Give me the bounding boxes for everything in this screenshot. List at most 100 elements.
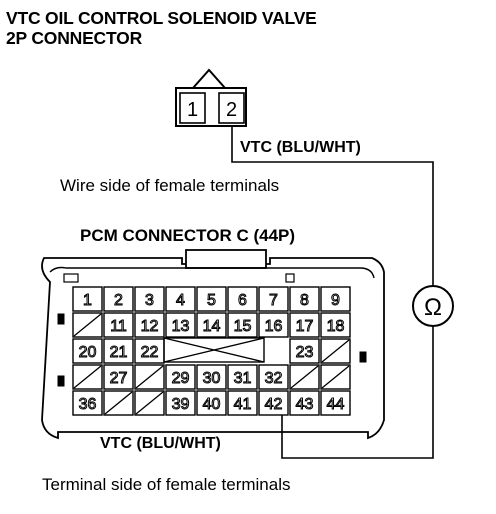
pcm-cavity [72, 338, 103, 364]
pcm-terminal-label: 23 [296, 344, 314, 361]
pcm-cavity [134, 312, 165, 338]
wire-label-bottom: VTC (BLU/WHT) [100, 435, 221, 452]
pcm-terminal-label: 8 [300, 292, 309, 309]
pcm-terminal-label: 44 [327, 396, 345, 413]
connector-latch [185, 249, 267, 269]
unused-cavity-slash [135, 365, 164, 389]
pcm-terminal-label: 18 [327, 318, 345, 335]
ohm-symbol-icon: Ω [424, 294, 442, 321]
unused-cavity-slash [73, 365, 102, 389]
pcm-cavity [196, 312, 227, 338]
pcm-cavity [103, 312, 134, 338]
pcm-terminal-label: 20 [79, 344, 97, 361]
pcm-terminal-label: 5 [207, 292, 216, 309]
pcm-terminal-label: 31 [234, 370, 252, 387]
pcm-cavity [134, 338, 165, 364]
pcm-cavity [196, 364, 227, 390]
wire-upper [231, 126, 434, 286]
pcm-terminal-label: 11 [110, 318, 127, 335]
pcm-terminal-label: 29 [172, 370, 190, 387]
unused-cavity-slash [321, 365, 350, 389]
guide-rib-left-lower [57, 375, 65, 387]
diagram-title-line2: 2P CONNECTOR [6, 28, 143, 48]
ohmmeter-circle [412, 285, 454, 327]
pcm-cavity [196, 286, 227, 312]
pcm-terminal-label: 15 [234, 318, 252, 335]
pcm-cavity [227, 390, 258, 416]
pcm-cavity [165, 390, 196, 416]
pcm-cavity [320, 390, 351, 416]
unused-cavity-slash [135, 391, 164, 415]
pcm-terminal-label: 4 [176, 292, 185, 309]
pcm-cavity [196, 390, 227, 416]
terminal-side-note: Terminal side of female terminals [42, 475, 291, 494]
pcm-terminal-label: 14 [203, 318, 221, 335]
pcm-cavity [227, 364, 258, 390]
solenoid-connector: 1 2 [175, 68, 247, 127]
unused-block-cross-b [163, 337, 265, 363]
pcm-terminal-label: 7 [269, 292, 278, 309]
pcm-terminal-label: 39 [172, 396, 190, 413]
locating-tab-left [63, 273, 79, 283]
ohmmeter: Ω [412, 285, 454, 327]
connector-outer-shell [41, 257, 385, 440]
pcm-terminal-label: 16 [265, 318, 283, 335]
pcm-cavity [289, 338, 320, 364]
pcm-terminal-label: 6 [238, 292, 247, 309]
pcm-terminal-label: 12 [141, 318, 159, 335]
unused-cavity-slash [73, 313, 102, 337]
pcm-cavity [320, 286, 351, 312]
pcm-terminal-label: 32 [265, 370, 283, 387]
pcm-terminal-label: 3 [145, 292, 154, 309]
connector-key-tab [192, 68, 226, 89]
pcm-terminal-label: 9 [331, 292, 340, 309]
pcm-terminal-label: 13 [172, 318, 190, 335]
pcm-cavity [227, 286, 258, 312]
pcm-terminal-label: 1 [83, 292, 92, 309]
pcm-terminal-label: 21 [110, 344, 128, 361]
pcm-cavity [320, 312, 351, 338]
pcm-cavity [165, 364, 196, 390]
pcm-cavity [258, 286, 289, 312]
guide-rib-left-upper [57, 313, 65, 325]
wire-lower [281, 326, 434, 459]
diagram-title-line1: VTC OIL CONTROL SOLENOID VALVE [6, 8, 317, 28]
wire-side-note: Wire side of female terminals [60, 176, 280, 195]
pcm-cavity [72, 286, 103, 312]
wire-label-top: VTC (BLU/WHT) [240, 139, 361, 156]
unused-terminal-block [163, 337, 265, 363]
unused-block-outline [163, 337, 265, 363]
pcm-terminal-label: 42 [265, 396, 283, 413]
solenoid-terminal-2 [218, 92, 245, 124]
pcm-cavity [134, 286, 165, 312]
solenoid-terminal-1-label: 1 [187, 99, 198, 121]
pcm-terminal-label: 40 [203, 396, 221, 413]
unused-cavity-slash [290, 365, 319, 389]
unused-cavity-slash [104, 391, 133, 415]
locating-tab-right [285, 273, 295, 283]
pcm-terminal-label: 2 [114, 292, 123, 309]
solenoid-terminal-1 [179, 92, 206, 124]
connector-inner-rim [49, 266, 375, 279]
pcm-cavity [227, 312, 258, 338]
pcm-cavity [103, 338, 134, 364]
pcm-terminal-label: 36 [79, 396, 97, 413]
pcm-cavity [165, 312, 196, 338]
pcm-cavity [103, 364, 134, 390]
pcm-cavity [258, 390, 289, 416]
pcm-terminal-label: 41 [234, 396, 252, 413]
pcm-terminal-label: 17 [296, 318, 314, 335]
pcm-cavity [289, 286, 320, 312]
pcm-cavity [289, 390, 320, 416]
pcm-terminal-label: 22 [141, 344, 159, 361]
unused-cavity-slash [321, 339, 350, 363]
pcm-terminal-label: 30 [203, 370, 221, 387]
pcm-terminal-label: 43 [296, 396, 314, 413]
pcm-cavity [258, 364, 289, 390]
guide-rib-right [359, 351, 367, 363]
pcm-cavity [289, 312, 320, 338]
pcm-terminal-label: 27 [110, 370, 128, 387]
